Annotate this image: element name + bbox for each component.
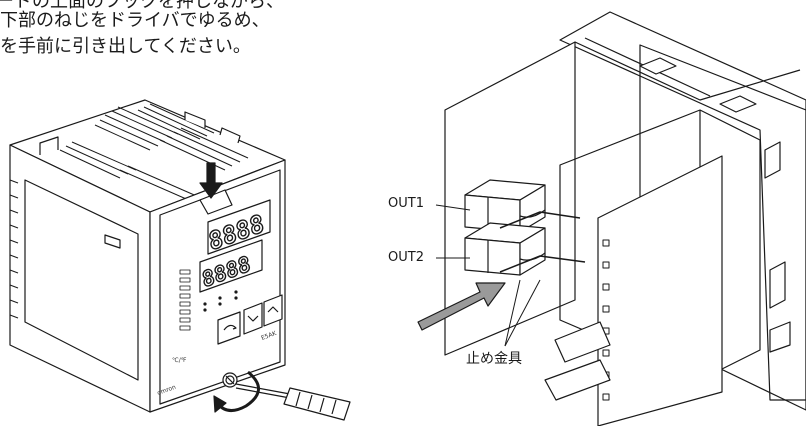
instruction-line-3: を手前に引き出してください。 (0, 36, 251, 57)
out1-label: OUT1 (388, 196, 424, 211)
unit-mark-text: ℃/℉ (172, 357, 187, 364)
out2-label: OUT2 (388, 250, 424, 265)
instruction-line-2: 下部のねじをドライバでゆるめ、 (0, 10, 270, 31)
instruction-line-1: ードの上面のフックを押しながら、 (0, 0, 284, 12)
stopper-label: 止め金具 (466, 351, 522, 367)
internal-unit-drawing (417, 11, 806, 426)
temperature-controller-drawing (9, 99, 351, 421)
